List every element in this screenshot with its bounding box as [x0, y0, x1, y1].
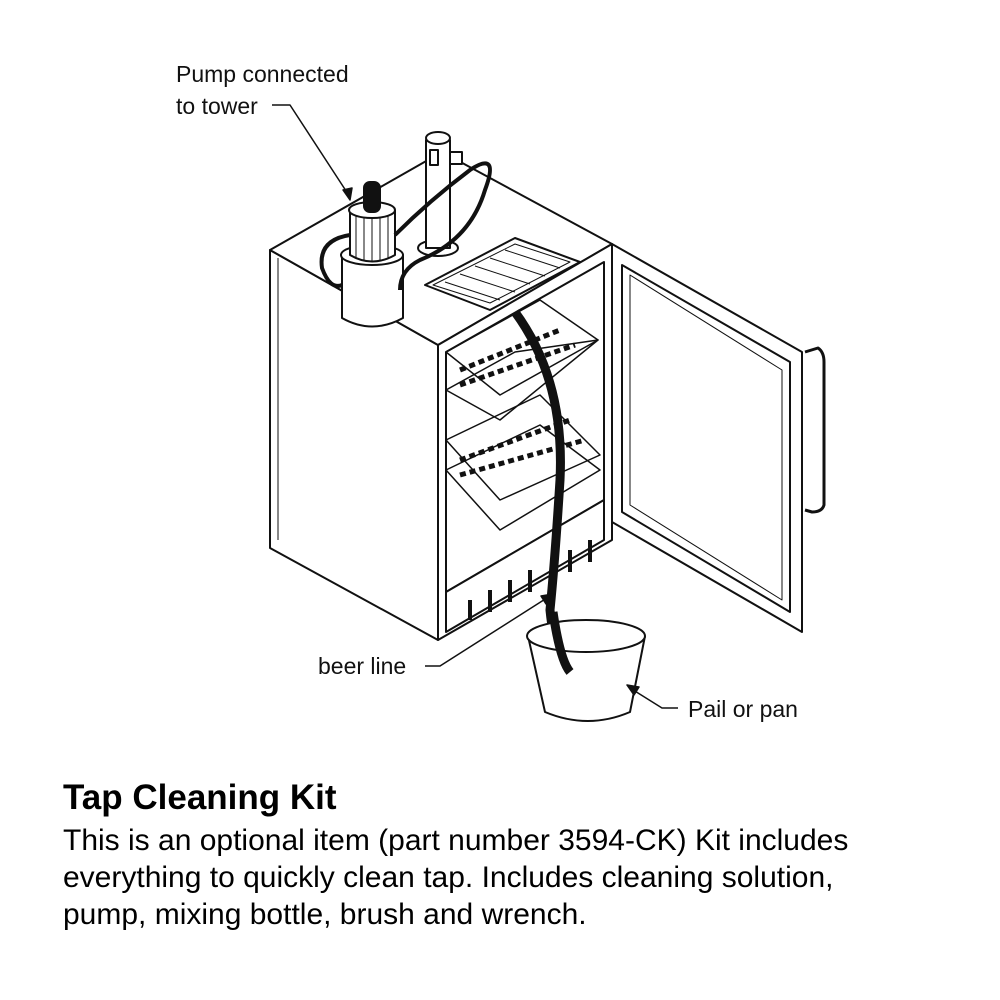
- description: This is an optional item (part number 35…: [63, 822, 963, 933]
- description-line: This is an optional item (part number 35…: [63, 824, 849, 857]
- section-title: Tap Cleaning Kit: [63, 778, 337, 817]
- pump-label-line1: Pump connected: [176, 61, 349, 87]
- description-line: pump, mixing bottle, brush and wrench.: [63, 898, 587, 931]
- pail: [526, 611, 646, 722]
- pail-label: Pail or pan: [688, 696, 798, 722]
- pump-label-line2: to tower: [176, 93, 258, 119]
- vent-grill: [424, 237, 581, 311]
- bottom-vent: [468, 540, 592, 620]
- hoses: [319, 161, 492, 291]
- leader-lines: [272, 104, 678, 709]
- open-door: [611, 243, 826, 633]
- fridge-body: [269, 151, 613, 641]
- description-line: everything to quickly clean tap. Include…: [63, 861, 834, 894]
- beer-line-label: beer line: [318, 653, 407, 679]
- pump: [340, 181, 404, 328]
- shelves: [445, 299, 601, 531]
